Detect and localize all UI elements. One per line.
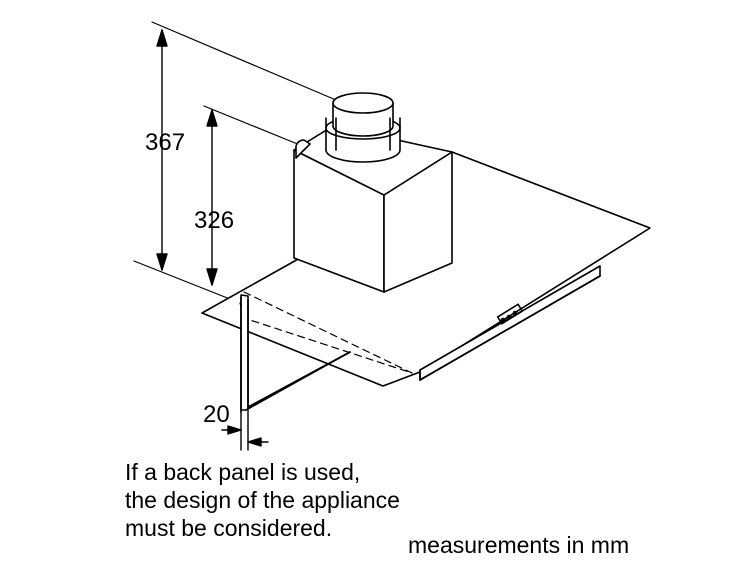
glass-canopy-edge-back (243, 291, 413, 374)
note-line-1: If a back panel is used, (125, 459, 361, 485)
dimension-label-326: 326 (194, 207, 234, 234)
arrowhead-326-top (206, 109, 218, 127)
exhaust-collar (325, 92, 401, 163)
lower-housing (419, 265, 601, 381)
arrowhead-367-top (156, 29, 168, 47)
control-button-3 (512, 310, 518, 316)
control-button-2 (506, 314, 512, 320)
dimension-label-367: 367 (145, 129, 185, 156)
back-panel-note: If a back panel is used, the design of t… (125, 458, 400, 542)
arrowhead-20-left (227, 425, 242, 435)
control-panel (496, 303, 524, 325)
note-line-3: must be considered. (125, 515, 333, 541)
extension-line-bottom (133, 260, 241, 304)
dimension-label-20: 20 (203, 401, 230, 428)
extension-line-top-326 (203, 105, 301, 146)
extension-line-top-367 (151, 21, 337, 101)
lower-housing-bottom (419, 275, 601, 381)
note-line-2: the design of the appliance (125, 487, 400, 513)
dimension-20 (221, 409, 269, 451)
control-button-1 (500, 317, 506, 323)
units-label: measurements in mm (408, 532, 630, 558)
back-panel-diagonal-edge (247, 351, 351, 409)
chimney-corner-bracket (295, 139, 311, 159)
arrowhead-326-bottom (206, 268, 218, 286)
arrowhead-20-right (247, 437, 262, 447)
extension-lines (133, 21, 337, 304)
dimension-326 (206, 109, 218, 286)
collar-top-rim (332, 92, 394, 114)
dimension-367 (156, 29, 168, 271)
arrowhead-367-bottom (156, 253, 168, 271)
